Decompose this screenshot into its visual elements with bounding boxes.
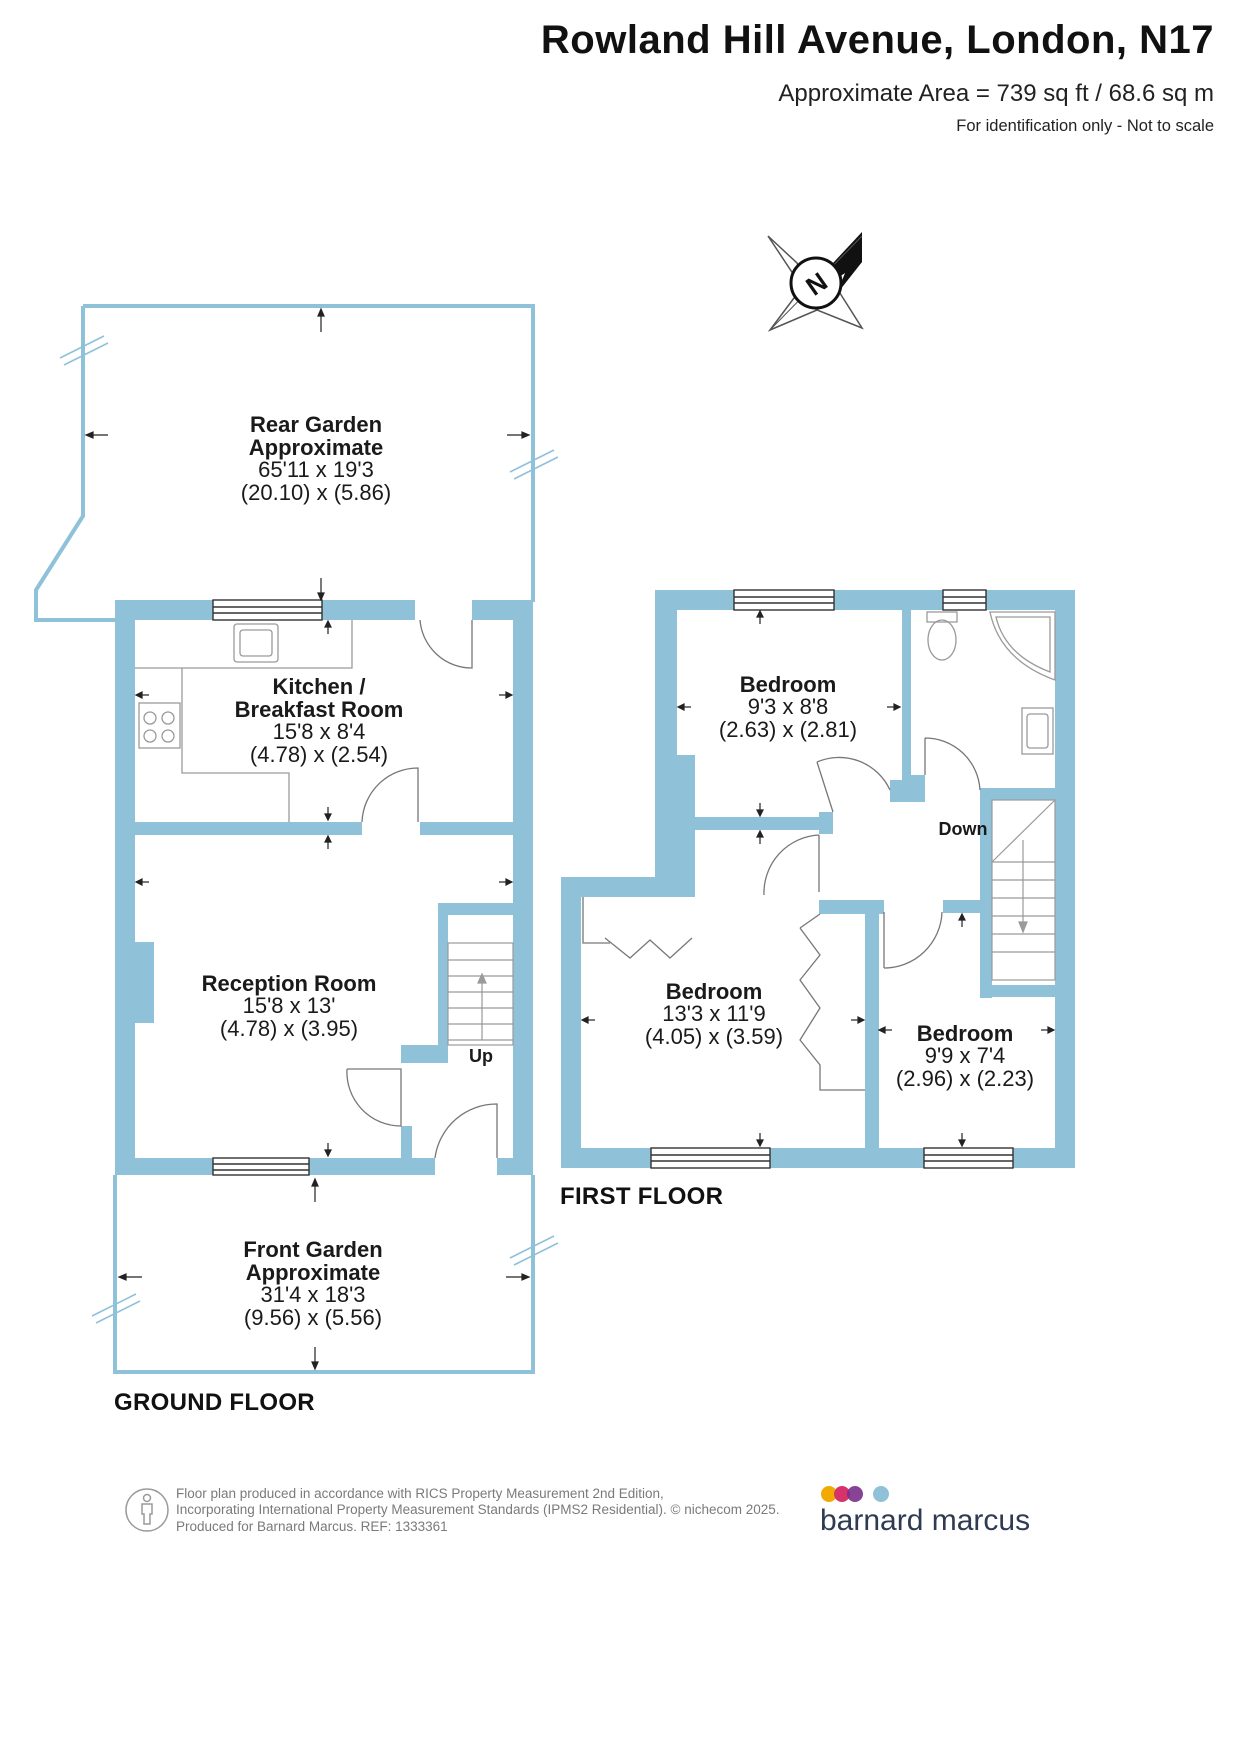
room-dimensions-metric: (20.10) x (5.86) <box>241 480 391 505</box>
bathroom-fixtures <box>926 611 1056 755</box>
page-title: Rowland Hill Avenue, London, N17 <box>540 18 1214 62</box>
room-name: Reception Room <box>202 971 377 996</box>
ground-floor-stairs <box>447 942 514 1046</box>
room-dimensions-metric: (2.96) x (2.23) <box>896 1066 1034 1091</box>
footer-line: Incorporating International Property Mea… <box>176 1502 780 1517</box>
stairs-down-label: Down <box>939 819 988 839</box>
room-name: Approximate <box>246 1260 380 1285</box>
room-dimensions-metric: (9.56) x (5.56) <box>244 1305 382 1330</box>
room-dimensions: 13'3 x 11'9 <box>662 1001 765 1026</box>
toilet-icon <box>927 619 957 661</box>
room-dimensions-metric: (4.78) x (2.54) <box>250 742 388 767</box>
first-floor-stairs <box>991 799 1056 981</box>
first-floor-dimension-arrows <box>580 609 1056 1148</box>
room-dimensions: 15'8 x 8'4 <box>273 719 366 744</box>
room-name: Approximate <box>249 435 383 460</box>
room-dimensions: 15'8 x 13' <box>243 993 336 1018</box>
ground-floor-windows <box>212 599 323 1176</box>
footer: Floor plan produced in accordance with R… <box>125 1486 1030 1537</box>
kitchen-fixtures <box>135 620 353 822</box>
area-summary: Approximate Area = 739 sq ft / 68.6 sq m <box>778 80 1214 107</box>
person-icon <box>125 1488 169 1532</box>
basin-icon <box>1021 707 1054 755</box>
room-name: Front Garden <box>243 1237 382 1262</box>
ground-floor-dimension-arrows <box>84 307 531 1371</box>
room-dimensions: 65'11 x 19'3 <box>258 457 374 482</box>
brand-logo: barnard marcus <box>820 1504 1030 1537</box>
ground-floor-label: GROUND FLOOR <box>114 1389 315 1416</box>
room-dimensions-metric: (4.05) x (3.59) <box>645 1024 783 1049</box>
first-floor-walls <box>561 590 1075 1168</box>
first-floor-plan: Bedroom 9'3 x 8'8 (2.63) x (2.81) Bedroo… <box>560 589 1075 1210</box>
front-garden-outline <box>113 1175 535 1374</box>
ground-floor-walls <box>115 600 533 1175</box>
first-floor-windows <box>650 589 1014 1169</box>
footer-line: Produced for Barnard Marcus. REF: 133336… <box>176 1519 448 1534</box>
room-name: Rear Garden <box>250 412 382 437</box>
boundary-break-marks <box>59 335 559 1324</box>
room-dimensions: 9'3 x 8'8 <box>748 694 829 719</box>
room-name: Bedroom <box>740 672 837 697</box>
ground-floor-doors <box>346 619 498 1159</box>
disclaimer-note: For identification only - Not to scale <box>956 117 1214 135</box>
first-floor-label: FIRST FLOOR <box>560 1183 723 1210</box>
rear-garden-outline <box>34 304 535 622</box>
room-name: Bedroom <box>666 979 763 1004</box>
room-name: Kitchen / <box>273 674 366 699</box>
bath-icon <box>989 611 1056 681</box>
sink-icon <box>233 623 279 663</box>
room-name: Bedroom <box>917 1021 1014 1046</box>
compass-icon: N <box>767 232 864 332</box>
room-dimensions-metric: (4.78) x (3.95) <box>220 1016 358 1041</box>
hob-icon <box>138 702 181 749</box>
room-dimensions-metric: (2.63) x (2.81) <box>719 717 857 742</box>
ground-floor-plan: Rear Garden Approximate 65'11 x 19'3 (20… <box>34 304 559 1416</box>
first-floor-doors <box>582 737 981 1091</box>
footer-line: Floor plan produced in accordance with R… <box>176 1486 664 1501</box>
room-dimensions: 9'9 x 7'4 <box>925 1043 1006 1068</box>
brand-logo-dots <box>821 1486 889 1502</box>
room-dimensions: 31'4 x 18'3 <box>260 1282 365 1307</box>
room-name: Breakfast Room <box>235 697 404 722</box>
stairs-up-label: Up <box>469 1046 493 1066</box>
